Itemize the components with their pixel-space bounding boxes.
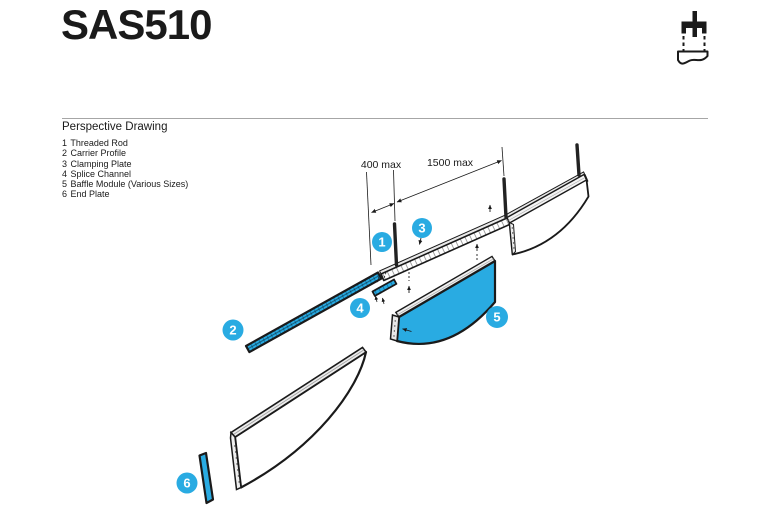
- marker-label: 6: [183, 476, 190, 491]
- marker-4: 4: [350, 298, 370, 318]
- parts-list-item: 5 Baffle Module (Various Sizes): [62, 179, 188, 189]
- part-number: 5: [62, 179, 68, 190]
- baffle-module: [229, 346, 368, 491]
- parts-list-item: 1 Threaded Rod: [62, 138, 188, 148]
- dimension-400-label: 400 max: [361, 159, 402, 171]
- part-number: 3: [62, 158, 68, 169]
- extension-line-left: [366, 171, 372, 266]
- threaded-rod-1: [392, 222, 399, 267]
- dimension-line-1500: [396, 160, 502, 203]
- parts-list-item: 3 Clamping Plate: [62, 159, 188, 169]
- part-label: End Plate: [70, 189, 110, 200]
- splice-arrows: [374, 295, 386, 305]
- section-divider: [62, 118, 708, 120]
- extension-line-right: [501, 146, 505, 177]
- perforation-dots: [393, 320, 396, 337]
- marker-label: 4: [356, 301, 364, 316]
- threaded-rods: [392, 143, 581, 267]
- part-number: 2: [62, 148, 68, 159]
- part-label: Threaded Rod: [70, 138, 128, 148]
- carrier-profile: [244, 271, 387, 354]
- marker-6: 6: [176, 472, 198, 494]
- perforation-dots: [511, 227, 515, 249]
- end-plate: [198, 451, 215, 505]
- marker-3: 3: [412, 218, 432, 238]
- logo-bracket: [681, 21, 707, 34]
- marker-2: 2: [222, 319, 244, 341]
- marker-label: 5: [493, 310, 500, 325]
- marker-1: 1: [372, 232, 392, 252]
- marker-label: 3: [418, 221, 425, 236]
- threaded-rod-3: [575, 143, 581, 177]
- part-label: Baffle Module (Various Sizes): [70, 179, 189, 190]
- part-number: 4: [62, 168, 68, 179]
- parts-list-item: 6 End Plate: [62, 189, 188, 199]
- logo-baffle-profile: [677, 50, 709, 65]
- baffle-module-right: [506, 173, 590, 256]
- part-number: 1: [62, 138, 68, 148]
- dimension-1500-label: 1500 max: [427, 157, 474, 169]
- marker-label: 2: [229, 323, 236, 338]
- brand-logo-icon: [677, 11, 709, 65]
- dimension-line-400: [371, 203, 395, 213]
- baffle-module-highlighted: [389, 255, 497, 345]
- part-label: Carrier Profile: [70, 148, 127, 159]
- parts-list-item: 4 Splice Channel: [62, 169, 188, 179]
- parts-list: 1 Threaded Rod 2 Carrier Profile 3 Clamp…: [62, 138, 188, 200]
- alignment-dashes: [376, 272, 387, 284]
- marker-label: 1: [378, 235, 385, 250]
- section-title: Perspective Drawing: [62, 121, 168, 133]
- dimension-lines: [366, 146, 505, 266]
- perforation-dots: [234, 445, 240, 483]
- marker-5: 5: [486, 306, 508, 328]
- endcap-arrow: [402, 328, 412, 332]
- marker-3-leader: [418, 237, 423, 245]
- part-label: Splice Channel: [70, 168, 132, 179]
- page-title: SAS510: [61, 1, 212, 48]
- parts-list-item: 2 Carrier Profile: [62, 148, 188, 158]
- assembly-arrows: [407, 204, 492, 293]
- threaded-rod-2: [502, 177, 508, 219]
- part-label: Clamping Plate: [70, 158, 132, 169]
- extension-line-mid: [393, 169, 396, 222]
- splice-channel: [371, 278, 398, 305]
- part-number: 6: [62, 189, 68, 200]
